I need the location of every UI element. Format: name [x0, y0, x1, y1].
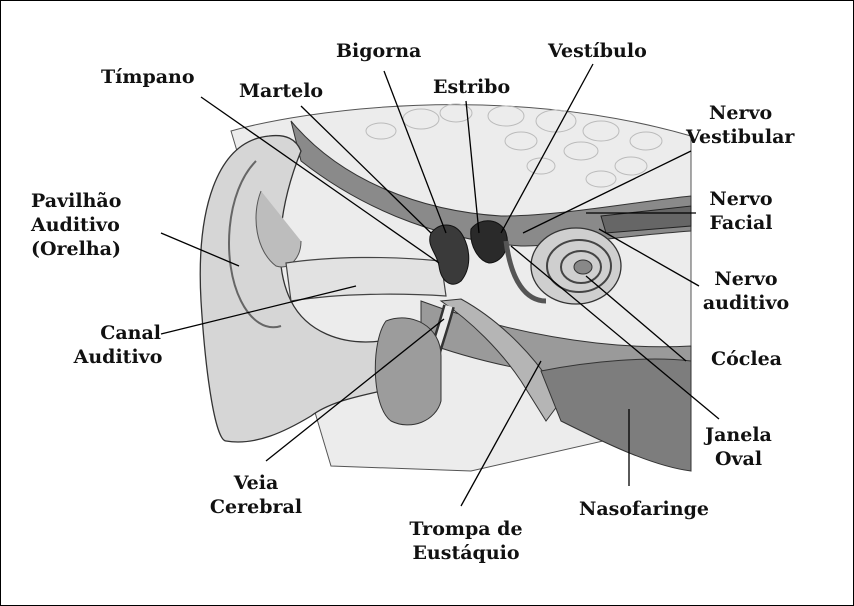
label-coclea: Cóclea: [711, 347, 782, 371]
label-veia: Veia Cerebral: [206, 471, 306, 519]
label-canal: Canal Auditivo: [63, 321, 173, 369]
label-martelo: Martelo: [239, 79, 323, 103]
cochlea-shape: [531, 228, 621, 304]
label-nasofaringe: Nasofaringe: [579, 497, 709, 521]
label-estribo: Estribo: [433, 75, 510, 99]
label-bigorna: Bigorna: [336, 39, 421, 63]
label-janela-oval: Janela Oval: [701, 423, 776, 471]
label-pavilhao: Pavilhão Auditivo (Orelha): [31, 189, 121, 261]
label-nervo-facial: Nervo Facial: [701, 187, 781, 235]
label-nervo-vestibular: Nervo Vestibular: [686, 101, 826, 149]
label-vestibulo: Vestíbulo: [548, 39, 647, 63]
gland: [375, 318, 441, 425]
label-nervo-auditivo: Nervo auditivo: [701, 267, 791, 315]
label-trompa: Trompa de Eustáquio: [406, 517, 526, 565]
ear-canal: [286, 257, 446, 301]
nasopharynx: [541, 359, 691, 471]
label-timpano: Tímpano: [101, 65, 195, 89]
